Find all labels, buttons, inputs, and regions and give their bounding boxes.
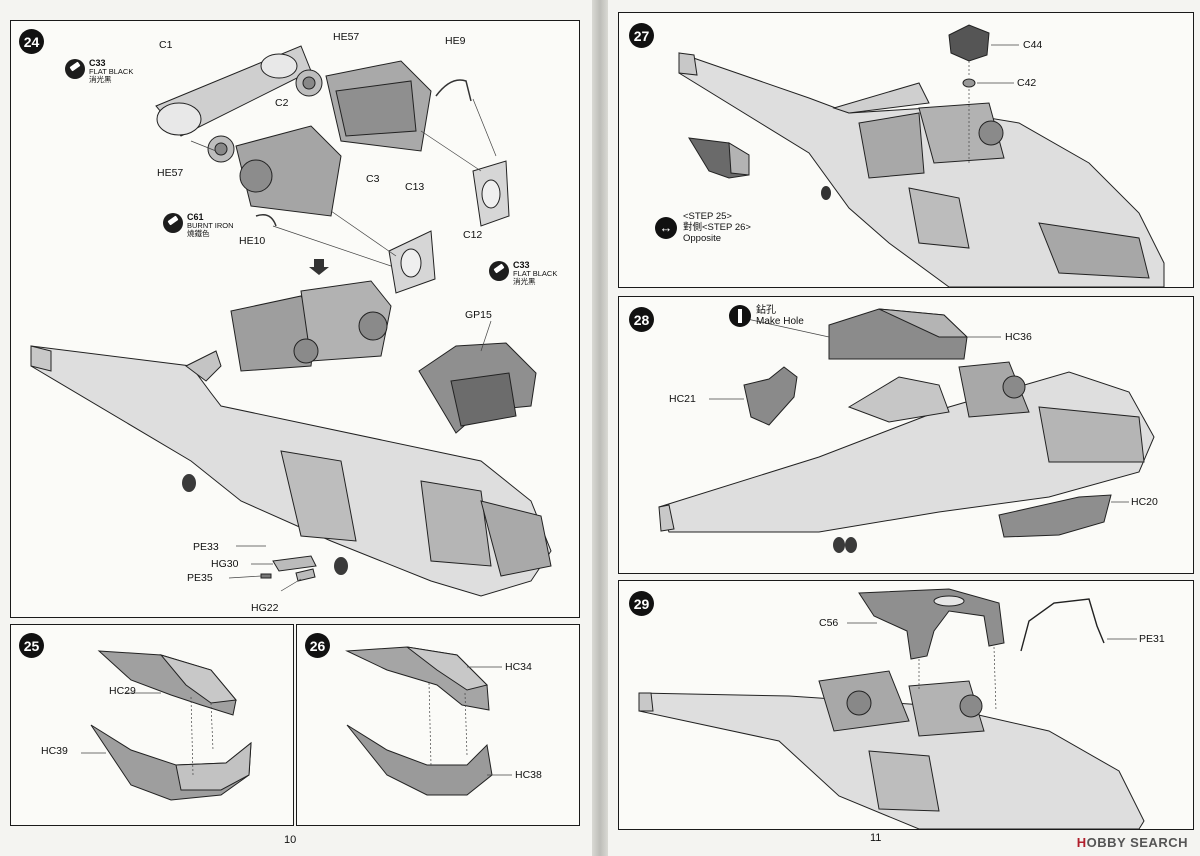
page-number-left: 10 — [284, 834, 297, 846]
step-26-panel: 26 HC34 HC38 — [296, 624, 580, 826]
step-27-panel: 27 — [618, 12, 1194, 288]
part-HC20: HC20 — [1131, 496, 1158, 508]
part-C3: C3 — [366, 173, 380, 185]
step-28-panel: 28 — [618, 296, 1194, 574]
step-28-drawing — [658, 308, 1155, 553]
paint-callout-c33-top: C33 FLAT BLACK 消光黑 — [65, 59, 133, 85]
step-26-drawing — [345, 646, 512, 796]
paint-pot-icon — [163, 213, 183, 233]
part-HE10: HE10 — [239, 235, 266, 247]
part-HC39: HC39 — [41, 745, 68, 757]
part-HC36: HC36 — [1005, 331, 1032, 343]
part-C56: C56 — [819, 617, 839, 629]
part-HC38: HC38 — [515, 769, 542, 781]
make-hole-callout: 鉆孔 Make Hole — [729, 305, 804, 327]
part-HC29: HC29 — [109, 685, 136, 697]
step-28-number: 28 — [629, 307, 654, 332]
step-24-drawing — [30, 45, 552, 597]
paint-pot-icon — [489, 261, 509, 281]
paint-pot-icon — [65, 59, 85, 79]
step-29-drawing — [638, 588, 1145, 829]
step-26-number: 26 — [305, 633, 330, 658]
part-PE33: PE33 — [193, 541, 219, 553]
step-24-panel: 24 — [10, 20, 580, 618]
part-C13: C13 — [405, 181, 425, 193]
part-C12: C12 — [463, 229, 483, 241]
step-27-number: 27 — [629, 23, 654, 48]
part-C1: C1 — [159, 39, 173, 51]
part-C42: C42 — [1017, 77, 1037, 89]
step-25-panel: 25 HC29 HC39 — [10, 624, 294, 826]
part-HG30: HG30 — [211, 558, 239, 570]
part-HC21: HC21 — [669, 393, 696, 405]
arrow-down-icon — [309, 259, 329, 275]
paint-callout-c33-bottom: C33 FLAT BLACK 消光黑 — [489, 261, 557, 287]
paint-callout-c61: C61 BURNT IRON 燒鐵色 — [163, 213, 234, 239]
step-24-number: 24 — [19, 29, 44, 54]
double-arrow-icon: ↔ — [655, 216, 677, 239]
step-25-drawing — [81, 650, 252, 801]
part-C44: C44 — [1023, 39, 1043, 51]
drill-icon — [729, 305, 751, 327]
hobby-search-watermark: HOBBY SEARCH — [1076, 835, 1188, 850]
part-GP15: GP15 — [465, 309, 492, 321]
right-page: 27 — [608, 0, 1200, 856]
step-29-panel: 29 — [618, 580, 1194, 830]
step-25-number: 25 — [19, 633, 44, 658]
part-PE31: PE31 — [1139, 633, 1165, 645]
opposite-side-reference: ↔ <STEP 25> 對側<STEP 26> Opposite — [655, 211, 751, 244]
part-HC34: HC34 — [505, 661, 532, 673]
step-29-number: 29 — [629, 591, 654, 616]
step-27-drawing — [678, 24, 1165, 287]
part-HE57-lower: HE57 — [157, 167, 184, 179]
part-C2: C2 — [275, 97, 289, 109]
part-HE9: HE9 — [445, 35, 466, 47]
book-gutter — [592, 0, 608, 856]
page-number-right: 11 — [870, 832, 882, 844]
part-HE57-upper: HE57 — [333, 31, 360, 43]
part-HG22: HG22 — [251, 602, 279, 614]
part-PE35: PE35 — [187, 572, 213, 584]
left-page: 24 — [0, 0, 592, 856]
